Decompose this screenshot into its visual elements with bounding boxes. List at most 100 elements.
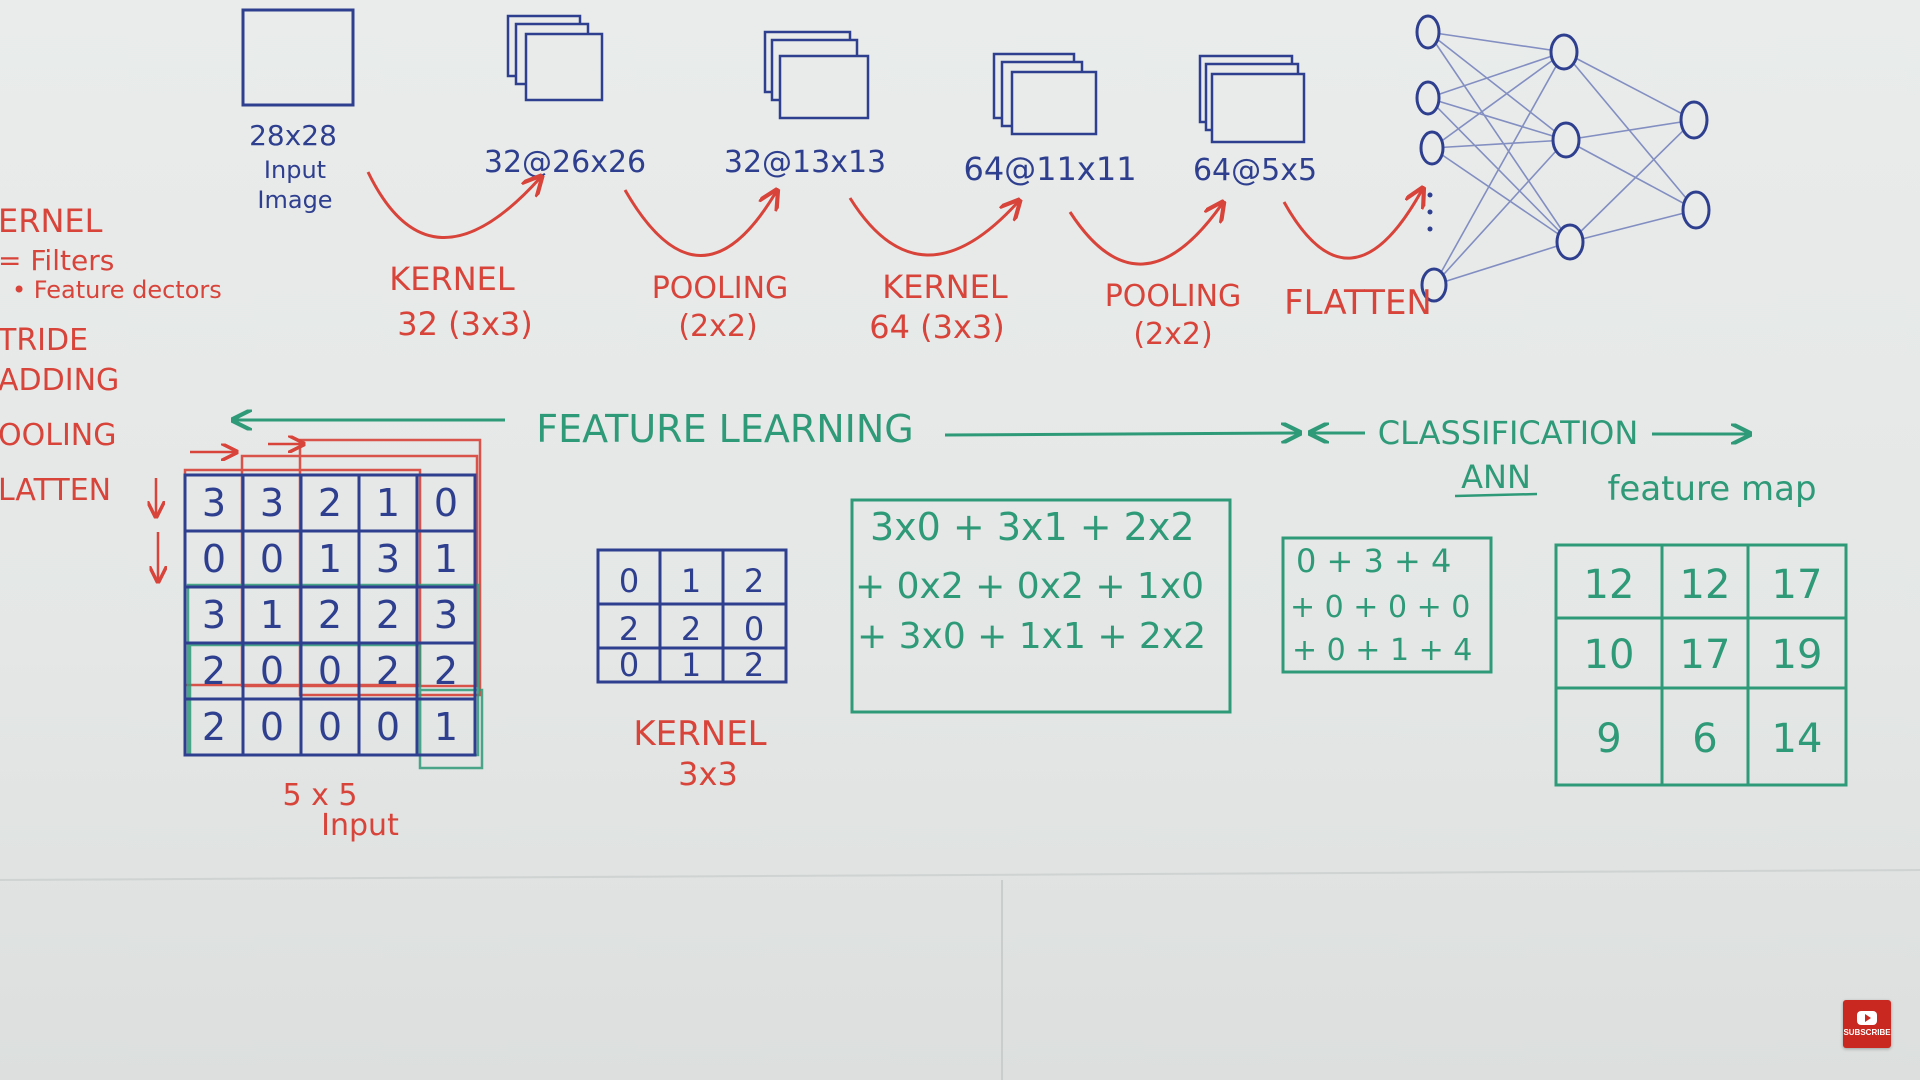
op-arrow-4 bbox=[1068, 204, 1222, 266]
op-arrow-1 bbox=[366, 171, 540, 239]
op-arrow-5 bbox=[1282, 190, 1422, 260]
calc-line-2: + 3x0 + 1x1 + 2x2 bbox=[857, 616, 1206, 657]
kernel-matrix-cell: 1 bbox=[681, 562, 701, 600]
calculation-box: 3x0 + 3x1 + 2x2 + 0x2 + 0x2 + 1x0 + 3x0 … bbox=[850, 498, 1232, 714]
input-matrix-caption-1: 5 x 5 bbox=[283, 778, 358, 813]
kernel-matrix-cell: 2 bbox=[681, 610, 701, 648]
op-3-line1: KERNEL bbox=[882, 268, 1008, 306]
input-matrix-cell: 0 bbox=[202, 537, 226, 581]
op-5-line1: FLATTEN bbox=[1284, 283, 1432, 323]
calc-line-0: 3x0 + 3x1 + 2x2 bbox=[870, 505, 1195, 549]
sidebar-term-0: ERNEL bbox=[0, 202, 103, 240]
kernel-matrix-cell: 2 bbox=[619, 610, 639, 648]
op-2-line2: (2x2) bbox=[678, 309, 757, 344]
op-3-line2: 64 (3x3) bbox=[869, 308, 1005, 346]
input-label-2: Image bbox=[257, 186, 332, 214]
feature-maps-stack-4-icon bbox=[1198, 54, 1306, 144]
sidebar-term-6: LATTEN bbox=[0, 473, 111, 508]
op-4-line2: (2x2) bbox=[1133, 317, 1212, 352]
operation-arrows bbox=[366, 171, 1422, 266]
input-matrix-cell: 3 bbox=[376, 537, 400, 581]
kernel-matrix-cell: 2 bbox=[744, 646, 764, 684]
subscribe-button[interactable]: SUBSCRIBE bbox=[1843, 1000, 1891, 1048]
input-matrix-cell: 0 bbox=[260, 705, 284, 749]
input-matrix-cell: 0 bbox=[260, 537, 284, 581]
sidebar-term-5: OOLING bbox=[0, 418, 116, 453]
feature-map-cell: 10 bbox=[1584, 632, 1635, 678]
input-matrix-cell: 1 bbox=[376, 481, 400, 525]
input-label-1: Input bbox=[264, 156, 326, 184]
stage-2-label: 32@13x13 bbox=[724, 145, 886, 180]
input-matrix-cell: 0 bbox=[434, 481, 458, 525]
stage-1-label: 32@26x26 bbox=[484, 145, 646, 180]
sidebar-term-3: TRIDE bbox=[0, 323, 88, 358]
feature-learning-arrow-right bbox=[944, 433, 1298, 435]
kernel-matrix-cell: 1 bbox=[681, 646, 701, 684]
input-matrix-cell: 3 bbox=[202, 593, 226, 637]
input-matrix-cell: 0 bbox=[260, 649, 284, 693]
sum-box: 0 + 3 + 4 + 0 + 0 + 0 + 0 + 1 + 4 bbox=[1281, 536, 1493, 674]
input-matrix-cell: 1 bbox=[318, 537, 342, 581]
input-image-icon bbox=[241, 8, 355, 107]
input-matrix-cell: 2 bbox=[318, 593, 342, 637]
feature-map-cell: 17 bbox=[1680, 632, 1731, 678]
input-matrix-cell: 0 bbox=[318, 649, 342, 693]
sum-line-0: 0 + 3 + 4 bbox=[1296, 542, 1451, 580]
input-matrix-cell: 3 bbox=[434, 593, 458, 637]
input-matrix-cell: 1 bbox=[260, 593, 284, 637]
kernel-matrix-cell: 0 bbox=[619, 646, 639, 684]
feature-maps-stack-3-icon bbox=[992, 52, 1098, 136]
op-1-line2: 32 (3x3) bbox=[397, 305, 533, 343]
sum-line-2: + 0 + 1 + 4 bbox=[1292, 633, 1472, 668]
feature-map-cell: 14 bbox=[1772, 716, 1823, 762]
input-matrix-cell: 1 bbox=[434, 537, 458, 581]
input-matrix-cell: 2 bbox=[318, 481, 342, 525]
op-arrow-3 bbox=[848, 198, 1018, 257]
stage-4-label: 64@5x5 bbox=[1193, 153, 1317, 188]
input-matrix-caption-2: Input bbox=[321, 808, 399, 843]
kernel-caption-1: KERNEL bbox=[633, 714, 766, 754]
op-1-line1: KERNEL bbox=[389, 260, 515, 298]
input-matrix-cell: 2 bbox=[376, 649, 400, 693]
input-size-label: 28x28 bbox=[249, 119, 337, 152]
subscribe-label: SUBSCRIBE bbox=[1843, 1028, 1891, 1037]
input-matrix-cell: 0 bbox=[376, 705, 400, 749]
input-matrix-cell: 0 bbox=[318, 705, 342, 749]
input-matrix-cell: 1 bbox=[434, 705, 458, 749]
classification-label: CLASSIFICATION bbox=[1378, 414, 1639, 452]
feature-map-cell: 6 bbox=[1692, 716, 1717, 762]
feature-map-cell: 12 bbox=[1680, 562, 1731, 608]
sidebar-term-1: = Filters bbox=[0, 244, 114, 277]
op-arrow-2 bbox=[623, 190, 776, 257]
ann-underline bbox=[1454, 492, 1538, 498]
input-matrix-cell: 2 bbox=[434, 649, 458, 693]
kernel-matrix-cell: 0 bbox=[744, 610, 764, 648]
input-matrix-cell: 3 bbox=[202, 481, 226, 525]
feature-learning-label: FEATURE LEARNING bbox=[536, 407, 914, 451]
input-matrix-cell: 2 bbox=[202, 649, 226, 693]
sidebar-term-2: • Feature dectors bbox=[12, 276, 222, 304]
sum-line-1: + 0 + 0 + 0 bbox=[1290, 590, 1470, 625]
input-matrix-cell: 2 bbox=[202, 705, 226, 749]
sidebar-term-4: ADDING bbox=[0, 363, 119, 398]
calc-line-1: + 0x2 + 0x2 + 1x0 bbox=[855, 566, 1204, 607]
kernel-matrix-cell: 0 bbox=[619, 562, 639, 600]
feature-map-cell: 17 bbox=[1772, 562, 1823, 608]
youtube-play-icon bbox=[1857, 1011, 1877, 1025]
feature-map-cell: 12 bbox=[1584, 562, 1635, 608]
kernel-caption-2: 3x3 bbox=[678, 755, 738, 793]
input-matrix-cell: 2 bbox=[376, 593, 400, 637]
op-4-line1: POOLING bbox=[1105, 279, 1242, 314]
board-seam bbox=[0, 869, 1920, 881]
neural-network-icon bbox=[1415, 14, 1711, 303]
feature-map-cell: 19 bbox=[1772, 632, 1823, 678]
feature-maps-stack-2-icon bbox=[763, 30, 870, 120]
op-2-line1: POOLING bbox=[652, 271, 789, 306]
feature-map-label: feature map bbox=[1607, 469, 1816, 509]
